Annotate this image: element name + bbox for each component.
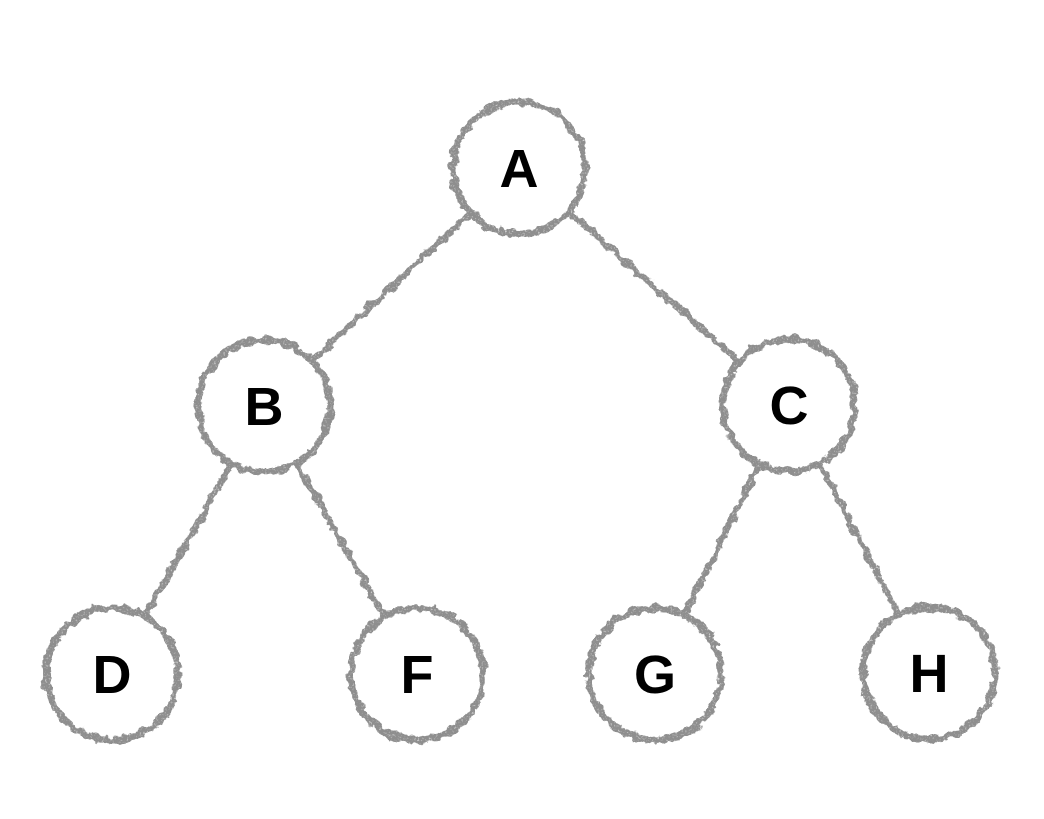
tree-node-label-f: F [401, 645, 434, 705]
tree-node-f [347, 604, 487, 744]
tree-node-label-a: A [500, 139, 539, 199]
tree-node-circles [42, 98, 999, 744]
tree-node-label-h: H [910, 644, 949, 704]
tree-node-label-b: B [245, 377, 284, 437]
tree-node-b [194, 336, 334, 476]
tree-node-d [42, 604, 182, 744]
tree-edge-b-d [141, 460, 235, 620]
tree-edge-a-b [308, 209, 475, 365]
tree-edge-c-h [816, 460, 902, 618]
tree-edge-a-c [565, 208, 743, 365]
tree-node-h [859, 603, 999, 743]
tree-node-g [585, 604, 725, 744]
tree-node-c [719, 335, 859, 475]
tree-edge-b-f [293, 460, 388, 620]
tree-node-label-d: D [93, 645, 132, 705]
tree-edge-c-g [681, 460, 763, 619]
tree-node-label-c: C [770, 376, 809, 436]
tree-edges [141, 208, 902, 620]
tree-node-label-g: G [634, 645, 676, 705]
tree-node-a [449, 98, 589, 238]
tree-node-labels: A B C D F G H [93, 139, 949, 705]
